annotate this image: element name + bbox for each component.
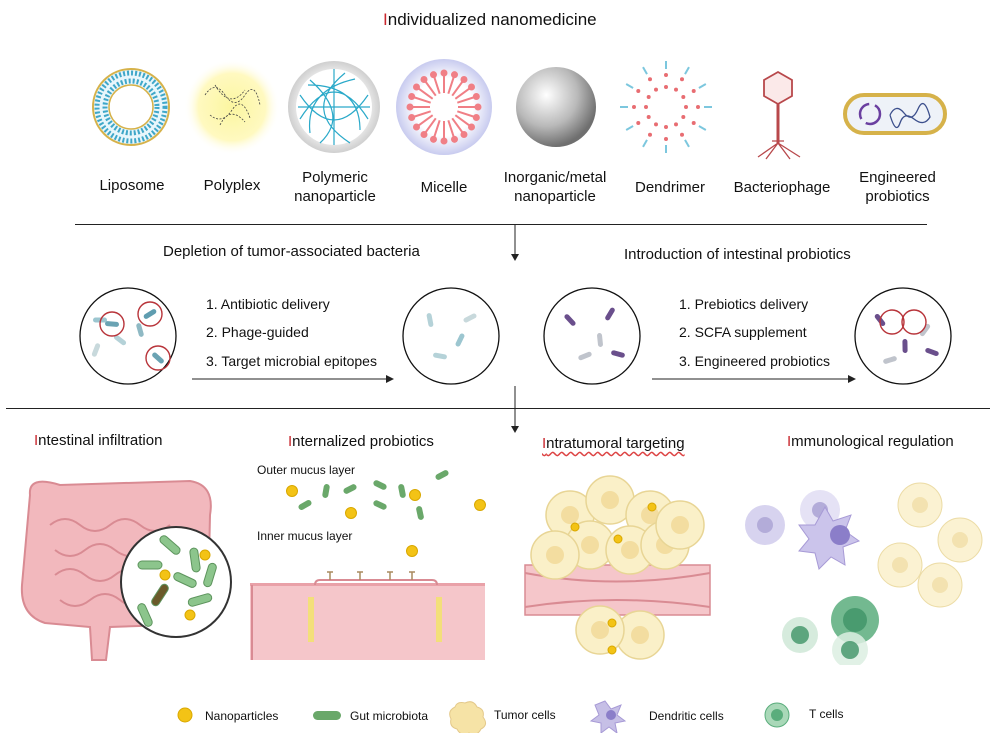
depletion-title: Depletion of tumor-associated bacteria: [163, 243, 420, 260]
mechanism-illustrations: [20, 470, 983, 665]
zoom-circle: [120, 526, 232, 638]
engineered-probiotic-icon: [843, 93, 947, 135]
down-arrow-icon: [511, 224, 519, 261]
strategy-circles: [79, 287, 952, 385]
divider-top: [75, 224, 927, 225]
microbe-legend-icon: [313, 711, 341, 720]
panel-title-intratumoral: Intratumoral targeting: [542, 435, 685, 452]
page-title: Individualized nanomedicine: [383, 10, 597, 29]
after-probiotics-circle: [854, 287, 952, 385]
legend-gut-microbiota: Gut microbiota: [350, 709, 429, 723]
depletion-step-2: 2. Phage-guided: [206, 324, 309, 340]
down-arrow-icon-2: [511, 386, 519, 433]
introduction-title: Introduction of intestinal probiotics: [624, 246, 851, 263]
tumor-illustration: [524, 475, 711, 660]
depletion-step-1: 1. Antibiotic delivery: [206, 296, 330, 312]
carrier-icons: [92, 59, 947, 160]
introduction-step-2: 2. SCFA supplement: [679, 324, 807, 340]
carrier-label-bacteriophage: Bacteriophage: [733, 179, 831, 196]
panel-title-internalized: Internalized probiotics: [288, 433, 434, 450]
panel-title-immunological: Immunological regulation: [787, 433, 954, 450]
legend-tumor-cells: Tumor cells: [494, 708, 556, 722]
dendrimer-icon: [620, 61, 712, 153]
polymeric-nanoparticle-icon: [288, 61, 380, 153]
legend-dendritic-cells: Dendritic cells: [649, 709, 724, 723]
immune-illustration: [745, 482, 983, 665]
nanoparticle-legend-icon: [177, 707, 193, 723]
carrier-label-micelle: Micelle: [420, 179, 468, 196]
polyplex-icon: [184, 59, 280, 155]
intestine-illustration: [20, 479, 232, 661]
inner-mucus-label: Inner mucus layer: [257, 529, 353, 543]
inorganic-nanoparticle-icon: [516, 67, 596, 147]
tumor-legend-icon: [449, 701, 487, 733]
outer-mucus-label: Outer mucus layer: [257, 463, 356, 477]
carrier-label-dendrimer: Dendrimer: [634, 179, 706, 196]
introduction-step-3: 3. Engineered probiotics: [679, 353, 830, 369]
legend-nanoparticles: Nanoparticles: [205, 709, 279, 723]
divider-bottom: [6, 408, 990, 409]
carrier-label-polyplex: Polyplex: [203, 177, 261, 194]
panel-title-intestinal: Intestinal infiltration: [34, 432, 163, 449]
before-probiotics-circle: [543, 287, 641, 385]
mucus-illustration: [250, 470, 486, 660]
liposome-icon: [92, 68, 170, 146]
after-depletion-circle: [402, 287, 500, 385]
legend-icons: [177, 700, 790, 733]
depletion-step-3: 3. Target microbial epitopes: [206, 353, 377, 369]
micelle-icon: [396, 59, 492, 155]
carrier-label-liposome: Liposome: [99, 177, 165, 194]
legend-t-cells: T cells: [809, 707, 844, 721]
bacteriophage-icon: [757, 70, 801, 160]
introduction-step-1: 1. Prebiotics delivery: [679, 296, 809, 312]
